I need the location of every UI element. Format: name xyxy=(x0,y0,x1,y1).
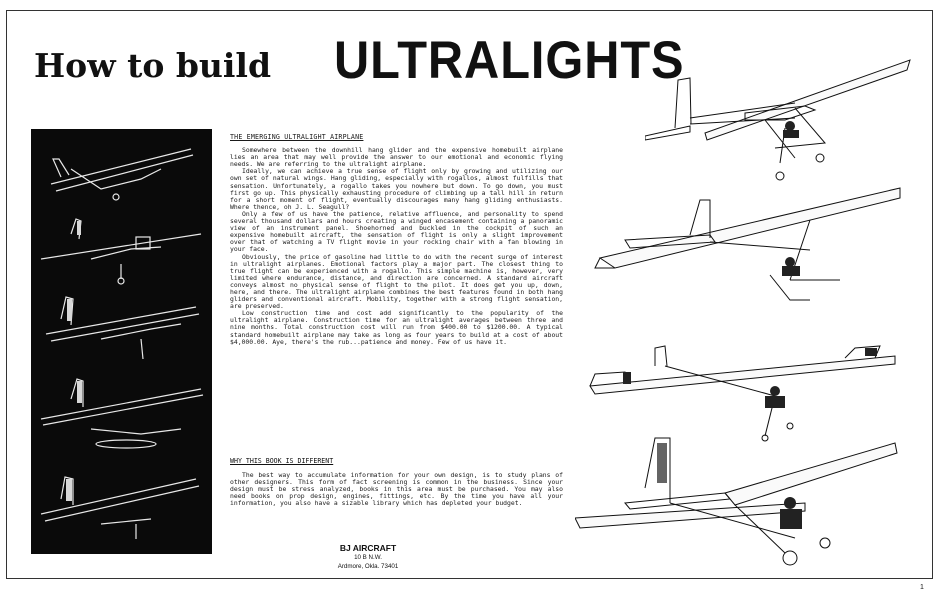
aircraft-drawing-2 xyxy=(594,187,901,301)
aircraft-illustrations xyxy=(575,48,915,573)
section-why-different: The best way to accumulate information f… xyxy=(230,471,563,508)
paragraph: Somewhere between the downhill hang glid… xyxy=(230,146,563,169)
page-number: 1 xyxy=(920,584,924,591)
section-emerging-ultralight: THE EMERGING ULTRALIGHT AIRPLANE Somewhe… xyxy=(230,133,563,346)
section-heading-why-different: WHY THIS BOOK IS DIFFERENT xyxy=(230,457,334,465)
aircraft-drawing-3 xyxy=(589,345,896,442)
company-block: BJ AIRCRAFT 10 B N.W. Ardmore, Okla. 734… xyxy=(318,544,418,571)
photo-aircraft-illustration xyxy=(31,129,212,554)
title-main: ULTRALIGHTS xyxy=(334,31,685,90)
company-address: 10 B N.W. xyxy=(354,554,382,561)
aircraft-drawing-4 xyxy=(575,437,898,566)
title-prefix: How to build xyxy=(34,46,272,85)
paragraph: Low construction time and cost add signi… xyxy=(230,309,563,346)
paragraph: The best way to accumulate information f… xyxy=(230,471,563,508)
paragraph: Only a few of us have the patience, rela… xyxy=(230,209,563,254)
page-border xyxy=(6,10,933,579)
paragraph: Ideally, we can achieve a true sense of … xyxy=(230,167,563,211)
company-name: BJ AIRCRAFT xyxy=(339,543,397,553)
section-heading: THE EMERGING ULTRALIGHT AIRPLANE xyxy=(230,133,364,141)
aircraft-drawing-1 xyxy=(645,59,911,181)
photo-panel xyxy=(31,129,212,554)
paragraph: Obviously, the price of gasoline had lit… xyxy=(230,252,563,311)
company-city: Ardmore, Okla. 73401 xyxy=(337,563,399,570)
